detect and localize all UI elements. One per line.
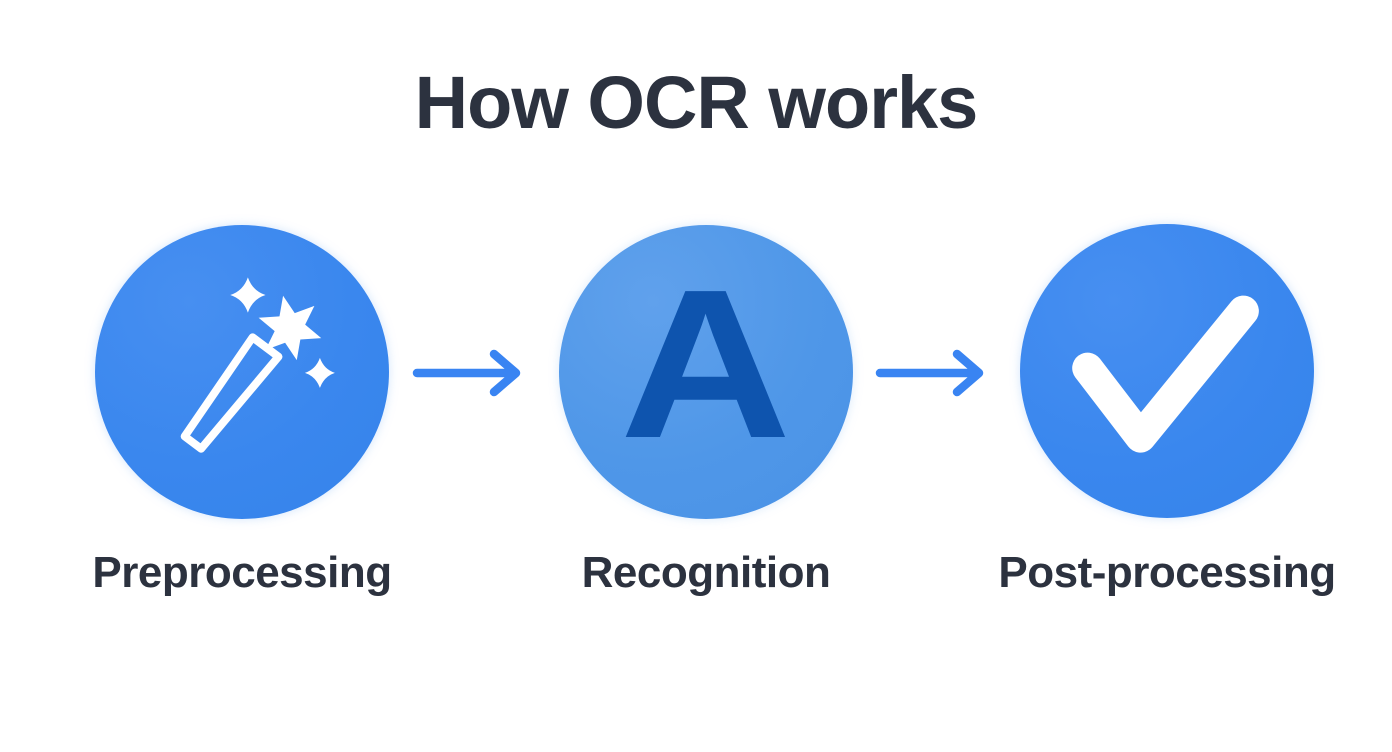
recognition-circle: A (559, 225, 853, 519)
magic-wand-icon (180, 277, 335, 453)
letter-a-glyph: A (620, 245, 792, 482)
flow-arrow-right-icon (412, 349, 521, 397)
flow-arrow-right-icon (875, 349, 984, 397)
postprocessing-label: Post-processing (998, 548, 1336, 597)
preprocessing-label: Preprocessing (92, 548, 392, 597)
preprocessing-circle (95, 225, 389, 519)
recognition-label: Recognition (581, 548, 831, 597)
page-title: How OCR works (414, 61, 979, 144)
checkmark-icon (1072, 295, 1259, 453)
postprocessing-circle (1020, 224, 1314, 518)
